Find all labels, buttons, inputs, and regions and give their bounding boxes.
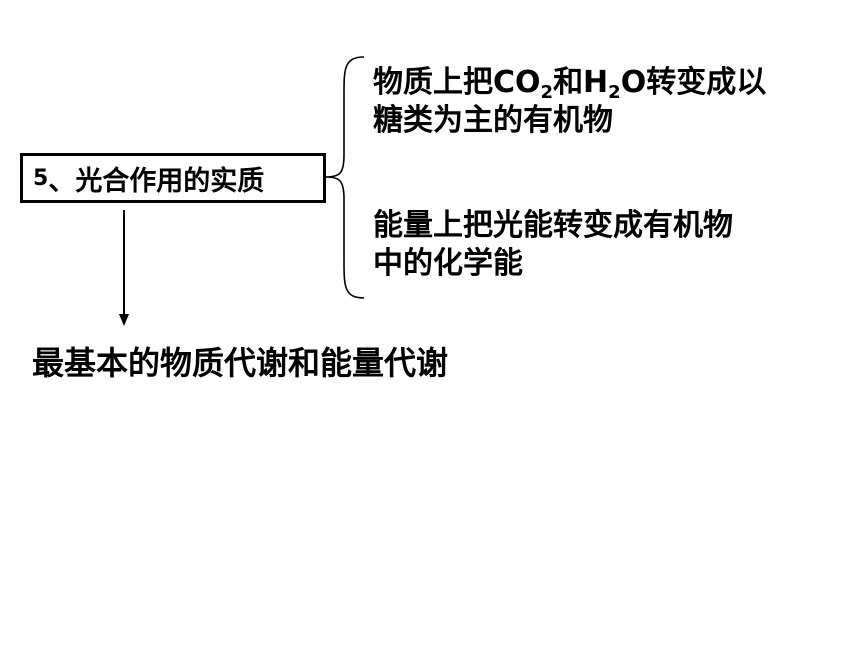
curly-brace xyxy=(325,56,365,299)
branch-matter: 物质上把CO2和H2O转变成以 糖类为主的有机物 xyxy=(373,64,766,140)
topic-label: 光合作用的实质 xyxy=(75,165,265,197)
topic-separator: 、 xyxy=(48,165,76,197)
branch-matter-line2: 糖类为主的有机物 xyxy=(373,103,613,138)
branch-energy-line2: 中的化学能 xyxy=(373,246,523,281)
topic-number: 5 xyxy=(33,165,49,191)
branch-energy: 能量上把光能转变成有机物 中的化学能 xyxy=(373,207,733,283)
branch-energy-line1: 能量上把光能转变成有机物 xyxy=(373,208,733,243)
conclusion-text: 最基本的物质代谢和能量代谢 xyxy=(32,344,449,382)
topic-box: 5、光合作用的实质 xyxy=(20,153,326,203)
branch-matter-line1: 物质上把CO2和H2O转变成以 xyxy=(373,65,767,103)
down-arrow xyxy=(119,210,129,326)
